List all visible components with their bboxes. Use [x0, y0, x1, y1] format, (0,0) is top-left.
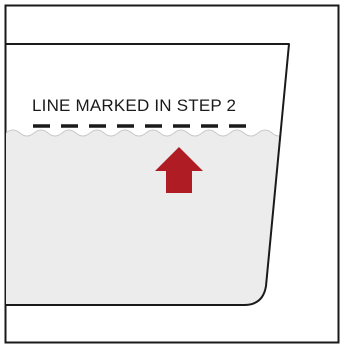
marked-line-label: LINE MARKED IN STEP 2: [32, 96, 236, 115]
water-fill: [6, 130, 300, 320]
